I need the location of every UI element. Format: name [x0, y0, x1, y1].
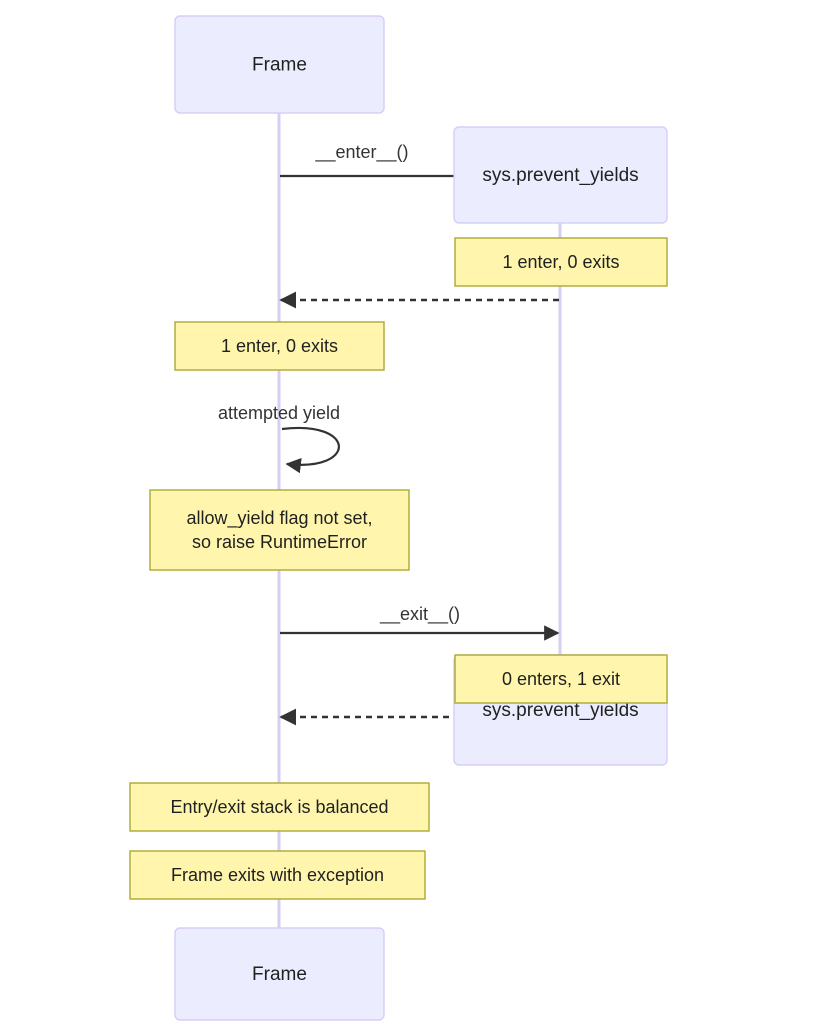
note-box	[454, 654, 668, 704]
note-box	[129, 850, 426, 900]
note-note-allow-yield[interactable]: allow_yield flag not set, so raise Runtim…	[149, 489, 410, 571]
note-note-sys-1-enter[interactable]: 1 enter, 0 exits	[454, 237, 668, 287]
note-text-line: 0 enters, 1 exit	[502, 669, 620, 689]
note-note-stack-balanced[interactable]: Entry/exit stack is balanced	[129, 782, 430, 832]
participant-frame-bottom[interactable]: Frame	[174, 927, 385, 1021]
note-text-line: allow_yield flag not set,	[186, 508, 372, 529]
participant-label: Frame	[252, 55, 307, 76]
message-label: __enter__()	[314, 142, 408, 163]
note-text-line: Frame exits with exception	[171, 865, 384, 885]
note-box	[149, 489, 410, 571]
participant-box	[174, 15, 385, 114]
notes-layer: 1 enter, 0 exits 1 enter, 0 exits allow_yi…	[129, 237, 668, 900]
participant-box	[174, 927, 385, 1021]
message-attempted-yield[interactable]: attempted yield	[218, 403, 340, 474]
note-box	[454, 237, 668, 287]
note-text-line: 1 enter, 0 exits	[502, 252, 619, 272]
note-note-sys-0-enters[interactable]: 0 enters, 1 exit	[454, 654, 668, 704]
participant-sys_prevent_yields-top[interactable]: sys.prevent_yields	[453, 126, 668, 224]
message-label: attempted yield	[218, 403, 340, 423]
note-text-line: Entry/exit stack is balanced	[170, 797, 388, 817]
message-exit-call[interactable]: __exit__()	[280, 604, 560, 641]
message-label: __exit__()	[379, 604, 460, 625]
message-self-loop-path	[281, 426, 340, 474]
note-text-line: 1 enter, 0 exits	[221, 336, 338, 356]
note-box	[129, 782, 430, 832]
participant-box	[453, 126, 668, 224]
note-box	[174, 321, 385, 371]
messages-layer: __enter__() attempted yield __exit__()	[218, 142, 560, 726]
participant-label: Frame	[252, 964, 307, 985]
note-text-line: so raise RuntimeError	[192, 532, 367, 552]
participant-label: sys.prevent_yields	[482, 700, 638, 721]
participant-frame-top[interactable]: Frame	[174, 15, 385, 114]
note-note-frame-exits[interactable]: Frame exits with exception	[129, 850, 426, 900]
note-note-frame-1-enter[interactable]: 1 enter, 0 exits	[174, 321, 385, 371]
participant-label: sys.prevent_yields	[482, 165, 638, 186]
